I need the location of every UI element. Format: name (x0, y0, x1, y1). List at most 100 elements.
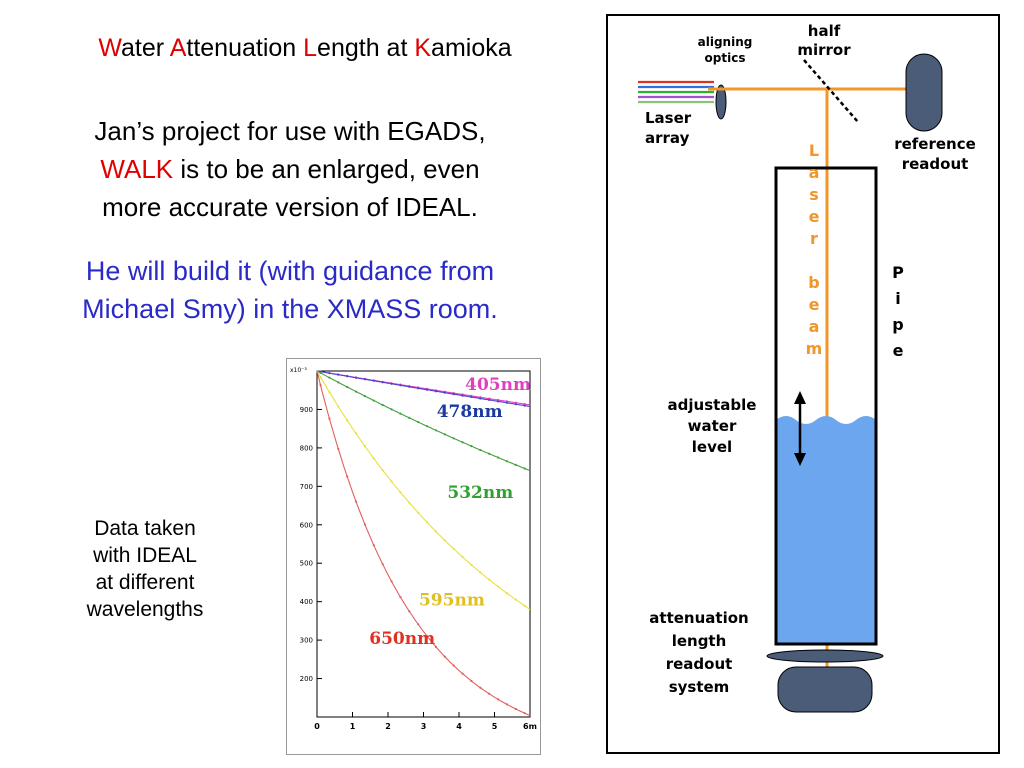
pipe-letter: p (892, 315, 903, 334)
title-word-rest: ttenuation (186, 34, 304, 62)
data-point (505, 592, 509, 595)
data-point (505, 460, 509, 463)
data-point (479, 448, 482, 452)
beam-letter: e (809, 295, 820, 314)
title-initial: A (169, 34, 187, 62)
data-point (434, 429, 438, 432)
data-point (461, 441, 464, 444)
y-tick-label: 700 (300, 483, 313, 491)
data-point (390, 382, 393, 385)
system-label: system (669, 678, 730, 696)
series-label: 478nm (437, 402, 503, 422)
x-tick-label: 2 (385, 722, 391, 731)
data-point (363, 523, 367, 526)
data-point (461, 672, 464, 675)
water-label: water (688, 417, 737, 435)
data-point (523, 604, 526, 607)
data-point (470, 445, 473, 448)
project-description: Jan’s project for use with EGADS, WALK i… (0, 112, 580, 226)
data-point (523, 467, 526, 470)
data-point (346, 475, 349, 478)
x-tick-label: 0 (314, 722, 320, 731)
data-point (470, 563, 473, 566)
data-point (408, 416, 411, 419)
para2-line2: Michael Smy) in the XMASS room. (82, 294, 498, 324)
data-point (399, 412, 402, 415)
data-point (408, 501, 411, 504)
beam-letter: L (809, 141, 819, 160)
data-point (461, 555, 464, 559)
data-point (514, 403, 517, 406)
series-curve (316, 370, 531, 610)
data-point (328, 417, 331, 420)
data-point (443, 433, 446, 436)
data-point (443, 391, 446, 394)
attenuation-label: attenuation (649, 609, 748, 627)
series-curve (316, 370, 531, 472)
data-point (337, 381, 340, 384)
beam-letter: s (809, 185, 819, 204)
pipe-letter: P (892, 263, 904, 282)
data-point (452, 664, 455, 667)
data-point (372, 457, 375, 460)
data-point (417, 420, 420, 424)
data-point (461, 394, 464, 397)
data-point (514, 598, 517, 601)
caption-line: with IDEAL (93, 544, 197, 567)
data-point (452, 393, 455, 396)
y-tick-label: 400 (300, 598, 313, 606)
data-point (346, 385, 349, 389)
mirror-label: mirror (797, 41, 851, 59)
data-point (337, 447, 340, 450)
y-tick-label: 300 (300, 637, 313, 645)
x-tick-label: 1 (350, 722, 356, 731)
data-point (363, 445, 367, 448)
beam-letter: a (809, 317, 820, 336)
length-label: length (672, 632, 727, 650)
level-label: level (692, 438, 732, 456)
data-point (488, 692, 491, 695)
data-point (390, 480, 393, 483)
beam-letter: a (809, 163, 820, 182)
data-point (381, 381, 384, 384)
bottom-lens (766, 649, 884, 663)
data-point (434, 645, 438, 648)
data-point (408, 385, 411, 388)
data-point (443, 655, 446, 658)
x-tick-label: 3 (421, 722, 427, 731)
diagram-labels: aligning optics half mirror Laser array … (645, 22, 976, 696)
data-point (319, 371, 322, 375)
data-point (372, 399, 375, 402)
walk-apparatus-diagram: aligning optics half mirror Laser array … (606, 14, 1000, 754)
y-tick-label: 200 (300, 675, 313, 683)
water-column (776, 416, 876, 644)
aligning-lens (715, 84, 727, 120)
data-point (319, 384, 322, 387)
data-point (523, 402, 526, 406)
data-point (372, 544, 375, 547)
data-point (399, 595, 402, 599)
data-point (425, 425, 429, 428)
attenuation-readout-detector (777, 666, 873, 713)
data-point (488, 398, 491, 402)
data-point (470, 679, 473, 683)
data-point (496, 585, 500, 588)
x-tick-label: 6m (523, 722, 537, 731)
beam-letter: b (808, 273, 819, 292)
title-initial: W (98, 34, 122, 62)
y-multiplier-label: x10⁻³ (290, 367, 307, 374)
apparatus-svg: aligning optics half mirror Laser array … (638, 22, 976, 713)
data-point (417, 623, 420, 626)
data-point (408, 610, 411, 613)
array-label: array (645, 129, 690, 147)
data-point (488, 452, 491, 455)
y-tick-label: 600 (300, 521, 313, 529)
laser-array-lines (638, 80, 714, 104)
data-point (434, 530, 438, 533)
series-label: 405nm (465, 375, 531, 395)
caption-line: Data taken (94, 517, 196, 540)
caption-line: at different (95, 571, 195, 594)
data-point (514, 463, 517, 466)
beam-letter: r (810, 229, 818, 248)
